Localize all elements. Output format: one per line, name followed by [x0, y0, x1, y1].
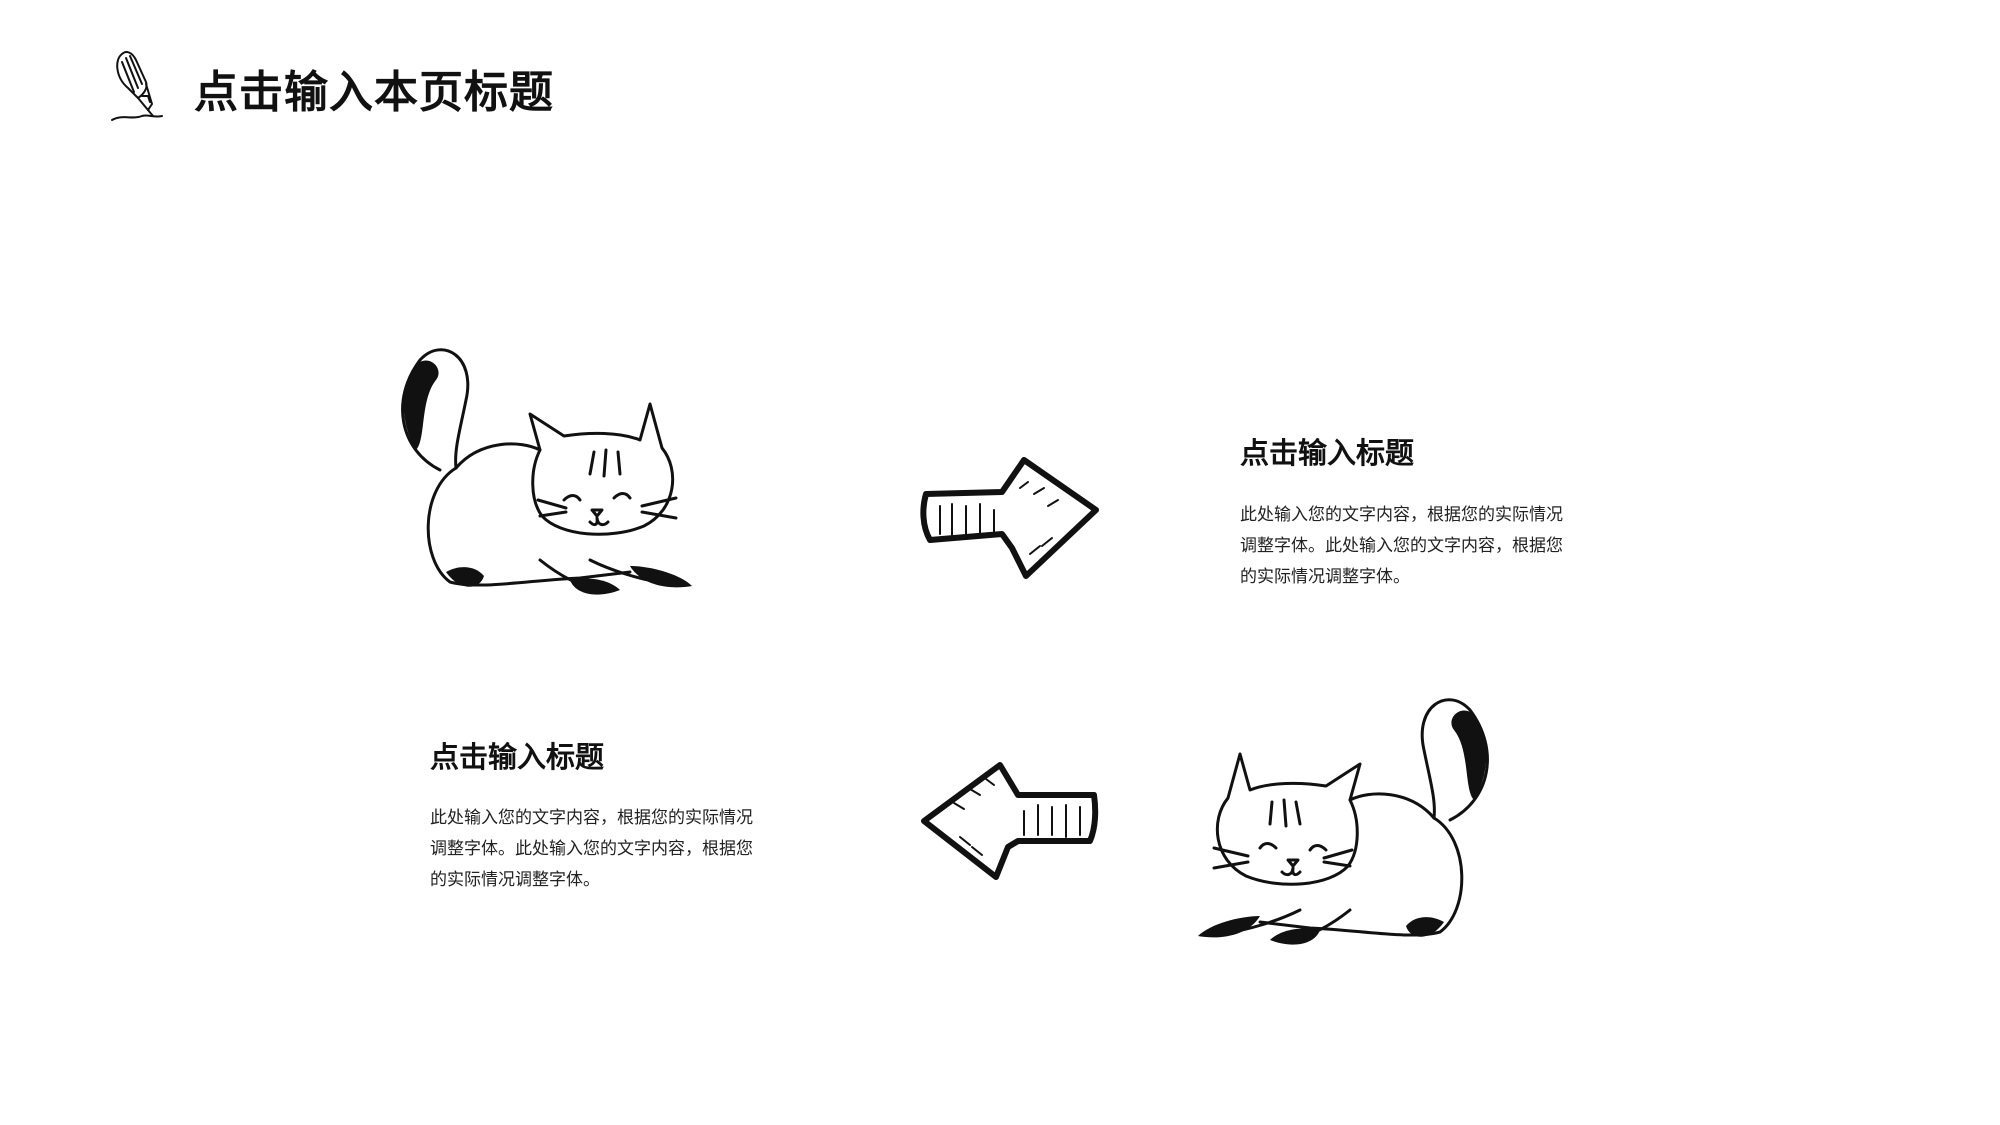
cat-icon: [401, 348, 692, 595]
block-title[interactable]: 点击输入标题: [1240, 436, 1415, 470]
block-body[interactable]: 此处输入您的文字内容，根据您的实际情况调整字体。此处输入您的文字内容，根据您的实…: [430, 808, 753, 890]
block-title[interactable]: 点击输入标题: [430, 740, 605, 774]
cat-icon: [1198, 698, 1489, 945]
arrow-left-icon: [921, 762, 1099, 880]
arrow-right-icon: [920, 457, 1099, 579]
pen-icon: [111, 51, 163, 121]
page-title[interactable]: 点击输入本页标题: [194, 67, 554, 118]
block-body[interactable]: 此处输入您的文字内容，根据您的实际情况调整字体。此处输入您的文字内容，根据您的实…: [1240, 505, 1563, 587]
